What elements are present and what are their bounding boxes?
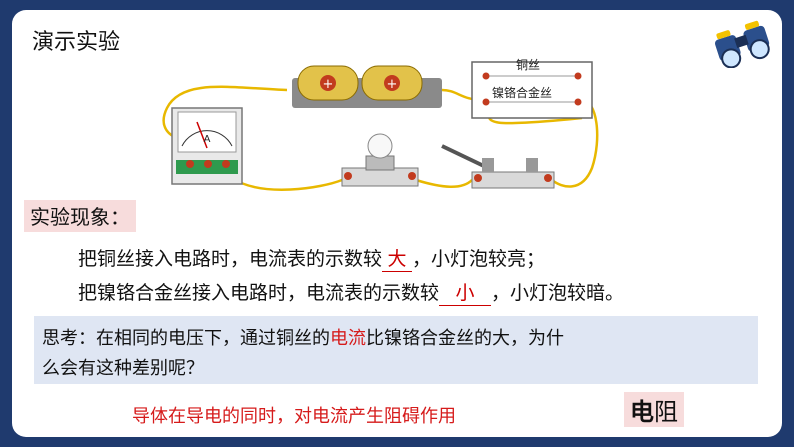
term-first-char: 电 (630, 398, 654, 426)
definition-note: 导体在导电的同时，对电流产生阻碍作用 (132, 406, 456, 427)
answer-blank-1: 大 (382, 244, 413, 272)
term-rest: 阻 (654, 398, 678, 426)
think-line-2: 么会有这种差别呢？ (42, 358, 204, 379)
ammeter-letter: A (204, 134, 211, 145)
phenomenon-line-1-after: ，小灯泡较亮； (412, 248, 546, 270)
svg-text:+: + (323, 77, 334, 92)
phenomenon-line-1-before: 把铜丝接入电路时，电流表的示数较 (78, 248, 383, 270)
wire-label-copper: 铜丝 (516, 58, 541, 72)
svg-text:+: + (387, 77, 398, 92)
term-resistance: 电阻 (624, 392, 684, 427)
circuit-diagram: + + A (162, 61, 599, 191)
think-highlight: 电流 (330, 328, 366, 349)
ammeter: A (171, 107, 243, 185)
answer-blank-2: 小 (439, 278, 492, 306)
think-box: 思考：在相同的电压下，通过铜丝的电流比镍铬合金丝的大，为什 么会有这种差别呢？ (34, 316, 758, 384)
phenomenon-line-2: 把镍铬合金丝接入电路时，电流表的示数较小，小灯泡较暗。 (78, 278, 624, 306)
phenomenon-line-2-before: 把镍铬合金丝接入电路时，电流表的示数较 (78, 282, 440, 304)
phenomenon-label: 实验现象： (24, 200, 136, 232)
resistance-board (471, 61, 593, 119)
knife-switch (441, 144, 555, 189)
wire-label-nichrome: 镍铬合金丝 (492, 86, 553, 100)
light-bulb (341, 133, 419, 187)
think-line-1: 思考：在相同的电压下，通过铜丝的电流比镍铬合金丝的大，为什 (42, 324, 564, 350)
binoculars-icon (714, 20, 770, 68)
slide-title: 演示实验 (32, 30, 121, 55)
battery-holder: + + (292, 65, 442, 108)
slide: 演示实验 + + (12, 10, 782, 437)
think-line-1-after: 比镍铬合金丝的大，为什 (366, 328, 564, 349)
phenomenon-line-1: 把铜丝接入电路时，电流表的示数较大，小灯泡较亮； (78, 244, 545, 272)
think-line-1-before: 思考：在相同的电压下，通过铜丝的 (42, 328, 330, 349)
phenomenon-line-2-after: ，小灯泡较暗。 (491, 282, 625, 304)
